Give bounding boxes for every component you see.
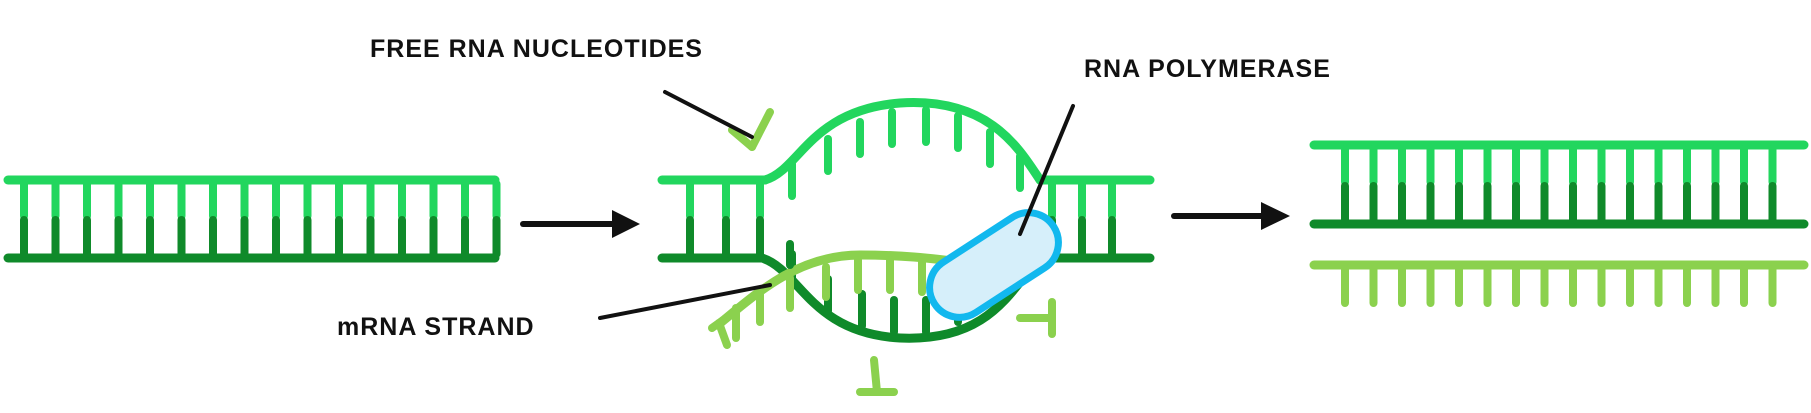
free-nucleotide-base [728, 126, 756, 151]
free-nucleotide-group [708, 108, 1056, 396]
arrow-icon-1 [520, 210, 640, 238]
rna-polymerase-enzyme [926, 209, 1062, 321]
dna-double-strand-right [1309, 140, 1809, 229]
mrna-strand-growing [713, 250, 965, 330]
label-pointer-lines [598, 90, 1075, 320]
dna-double-strand-left [3, 175, 501, 263]
free-nucleotide-stem [715, 319, 731, 349]
free-nucleotide-stem [748, 108, 774, 151]
label-mrna-strand: mRNA STRAND [337, 313, 535, 341]
pointer-rna-polymerase [1018, 104, 1075, 236]
label-rna-polymerase: RNA POLYMERASE [1084, 55, 1331, 83]
coding-strand-arc [760, 98, 1045, 185]
mrna-strand-right [1309, 260, 1809, 307]
arrow-icon-2 [1171, 202, 1290, 230]
label-free-rna-nucleotides: FREE RNA NUCLEOTIDES [370, 35, 703, 63]
pointer-mrna-strand [598, 283, 772, 320]
pointer-free-nucleotides [663, 90, 754, 139]
free-nucleotide-stem [870, 356, 881, 396]
